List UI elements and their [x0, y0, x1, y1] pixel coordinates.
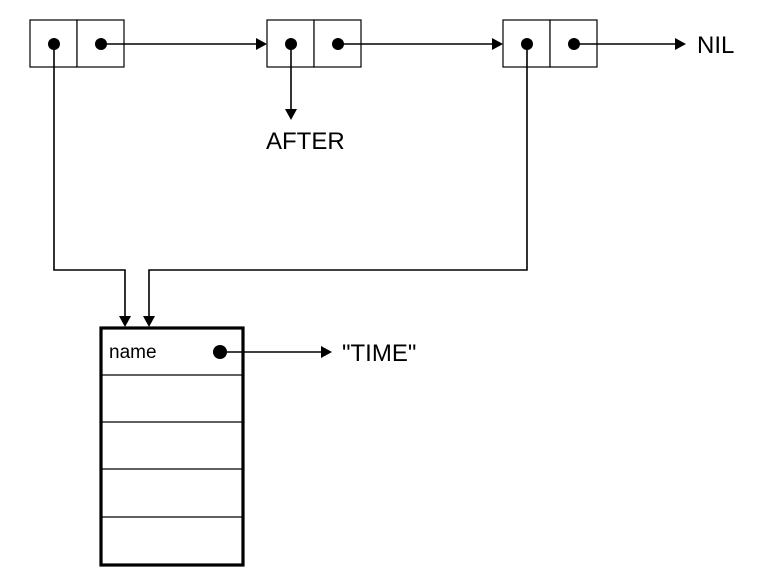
arrowhead-nil: [675, 38, 686, 50]
arrow-cell3-to-nil: [574, 38, 686, 50]
nil-label: NIL: [697, 32, 734, 59]
after-label: AFTER: [266, 128, 345, 155]
symbol-record: name: [99, 326, 245, 567]
string-value-label: "TIME": [342, 340, 416, 367]
cons-cell-1: [29, 19, 125, 68]
arrow-name-to-string: [220, 346, 332, 358]
cons-cell-3: [502, 19, 598, 68]
arrow-cell1-to-record: [53, 44, 131, 327]
arrowhead-record-left: [119, 316, 131, 327]
arrow-cell2-to-cell3: [338, 38, 503, 50]
arrowhead-after: [285, 109, 297, 120]
arrowhead-cell2: [256, 38, 267, 50]
arrow-cell1-to-cell2: [101, 38, 267, 50]
arrow-cell3-to-record: [143, 44, 528, 327]
arrowhead-string: [321, 346, 332, 358]
arrowhead-record-right: [143, 316, 155, 327]
record-field-name-label: name: [109, 342, 157, 363]
record-frame: [99, 326, 245, 567]
arrow-cell2-to-after: [285, 44, 297, 120]
arrowhead-cell3: [492, 38, 503, 50]
